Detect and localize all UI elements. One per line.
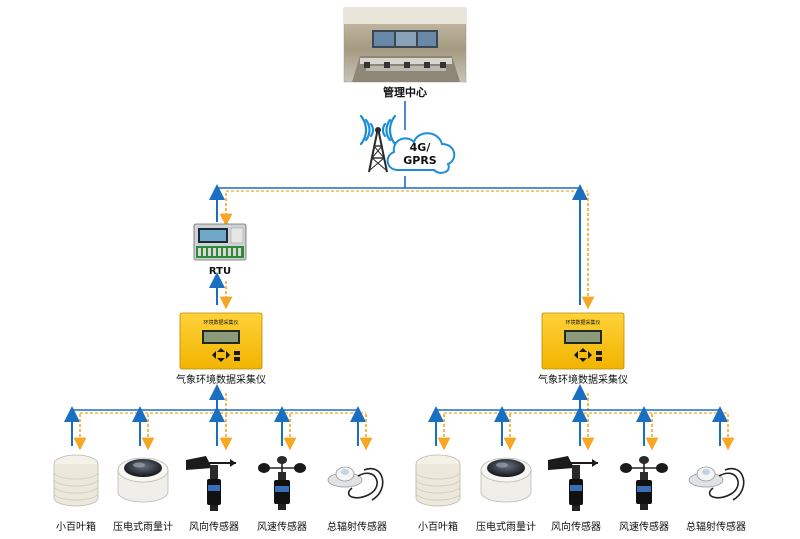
control-room-photo — [343, 7, 467, 83]
sensor-group-2: 小百叶箱 压电式雨量计 风向传感器 风速传感器 总辐射传感器 — [415, 454, 746, 533]
sensor-2-2-label: 压电式雨量计 — [476, 520, 536, 533]
sensor-1-1-label: 小百叶箱 — [56, 520, 96, 533]
collector-2: 环境数据采集仪 — [541, 312, 625, 370]
sensor-2-4-label: 风速传感器 — [619, 520, 669, 533]
signal-waves-icon — [359, 114, 397, 146]
sensor-1-3-label: 风向传感器 — [189, 520, 239, 533]
wind-vane-icon — [186, 456, 236, 511]
link-rtu-collector-1 — [209, 272, 233, 310]
pyranometer-icon — [327, 466, 384, 501]
anemometer-icon — [258, 456, 306, 510]
collector-1-panel-text: 环境数据采集仪 — [203, 319, 238, 326]
pyranometer-icon — [688, 466, 745, 501]
management-center-label: 管理中心 — [383, 85, 427, 99]
management-center: 管理中心 — [343, 7, 467, 99]
collector-1-label: 气象环境数据采集仪 — [176, 373, 266, 386]
sensor-group-1: 小百叶箱 压电式雨量计 风向传感器 风速传感器 总辐射传感器 — [53, 454, 387, 533]
piezo-rain-gauge-icon — [117, 457, 169, 503]
sensor-1-4-label: 风速传感器 — [257, 520, 307, 533]
sensor-1-2-label: 压电式雨量计 — [113, 520, 173, 533]
sensor-2-1-label: 小百叶箱 — [418, 520, 458, 533]
wind-vane-icon — [548, 456, 598, 511]
louver-box-icon — [415, 454, 461, 507]
sensor-group-2-links — [428, 406, 735, 451]
link-collector-1-sensors — [72, 384, 366, 414]
cloud-icon — [386, 132, 456, 174]
louver-box-icon — [53, 454, 99, 507]
sensor-1-5-label: 总辐射传感器 — [327, 520, 387, 533]
collector-2-label: 气象环境数据采集仪 — [538, 373, 628, 386]
cell-tower-icon — [368, 127, 388, 173]
collector-1: 环境数据采集仪 — [179, 312, 263, 370]
collector-2-panel-text: 环境数据采集仪 — [565, 319, 600, 326]
rtu-device: RTU — [193, 223, 247, 277]
sensor-group-1-links — [64, 406, 373, 451]
network-label-line1: 4G/ — [410, 141, 432, 154]
network-4g-gprs: 4G/ GPRS — [359, 114, 456, 174]
rtu-label: RTU — [209, 266, 231, 277]
anemometer-icon — [620, 456, 668, 510]
link-collector-2-sensors — [436, 384, 728, 414]
sensor-2-3-label: 风向传感器 — [551, 520, 601, 533]
piezo-rain-gauge-icon — [480, 457, 532, 503]
link-bus-collector-2 — [572, 184, 595, 310]
sensor-2-5-label: 总辐射传感器 — [686, 520, 746, 533]
link-bus-rtu — [209, 184, 233, 227]
network-label-line2: GPRS — [403, 154, 437, 167]
